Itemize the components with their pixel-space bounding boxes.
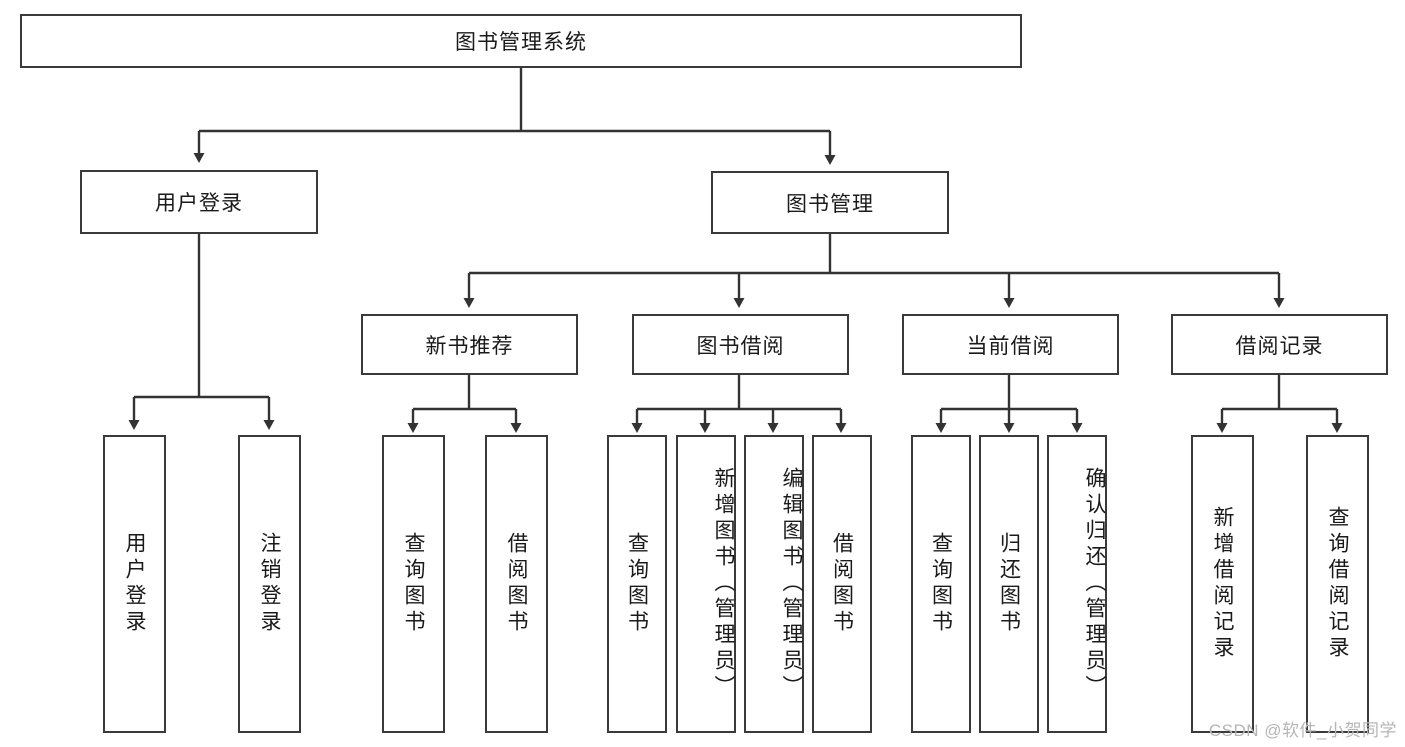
node-user-login[interactable]: 用户登录 [80, 170, 318, 234]
node-label: 新书推荐 [425, 334, 514, 358]
leaf-borrow-edit-book-admin[interactable]: 编辑图书（管理员） [744, 435, 804, 733]
node-book-borrow[interactable]: 图书借阅 [632, 314, 849, 375]
node-label: 借阅图书 [830, 532, 854, 636]
leaf-borrow-query-book[interactable]: 查询图书 [607, 435, 667, 733]
leaf-user-login-logout[interactable]: 注销登录 [238, 435, 301, 733]
node-current-borrow[interactable]: 当前借阅 [902, 314, 1119, 375]
node-label: 新增图书（管理员） [712, 467, 735, 701]
node-root-book-management-system[interactable]: 图书管理系统 [20, 14, 1022, 68]
node-label: 借阅图书 [505, 532, 528, 636]
leaf-user-login-login[interactable]: 用户登录 [103, 435, 166, 733]
leaf-borrow-add-book-admin[interactable]: 新增图书（管理员） [676, 435, 736, 733]
leaf-new-book-borrow-book[interactable]: 借阅图书 [485, 435, 548, 733]
node-book-management[interactable]: 图书管理 [711, 171, 949, 234]
node-label: 归还图书 [997, 532, 1021, 636]
node-new-book-recommend[interactable]: 新书推荐 [361, 314, 578, 375]
node-label: 查询图书 [929, 532, 953, 636]
leaf-record-add-record[interactable]: 新增借阅记录 [1191, 435, 1254, 733]
node-label: 查询借阅记录 [1326, 506, 1349, 662]
node-label: 新增借阅记录 [1211, 506, 1234, 662]
node-label: 确认归还（管理员） [1083, 467, 1106, 701]
csdn-watermark: CSDN @软件_小贺同学 [1208, 721, 1397, 740]
node-label: 用户登录 [155, 192, 243, 215]
leaf-new-book-query-book[interactable]: 查询图书 [382, 435, 445, 733]
node-label: 图书管理系统 [455, 31, 587, 54]
node-label: 当前借阅 [966, 334, 1055, 358]
leaf-current-query-book[interactable]: 查询图书 [911, 435, 971, 733]
node-label: 查询图书 [402, 532, 425, 636]
node-borrow-record[interactable]: 借阅记录 [1171, 314, 1388, 375]
leaf-record-query-record[interactable]: 查询借阅记录 [1306, 435, 1369, 733]
leaf-current-return-book[interactable]: 归还图书 [979, 435, 1039, 733]
node-label: 编辑图书（管理员） [780, 467, 803, 701]
node-label: 注销登录 [258, 532, 281, 636]
leaf-borrow-borrow-book[interactable]: 借阅图书 [812, 435, 872, 733]
node-label: 图书借阅 [696, 334, 785, 358]
node-label: 查询图书 [625, 532, 649, 636]
leaf-current-confirm-return-admin[interactable]: 确认归还（管理员） [1047, 435, 1107, 733]
node-label: 借阅记录 [1235, 334, 1324, 358]
node-label: 图书管理 [786, 192, 874, 216]
node-label: 用户登录 [123, 532, 146, 636]
